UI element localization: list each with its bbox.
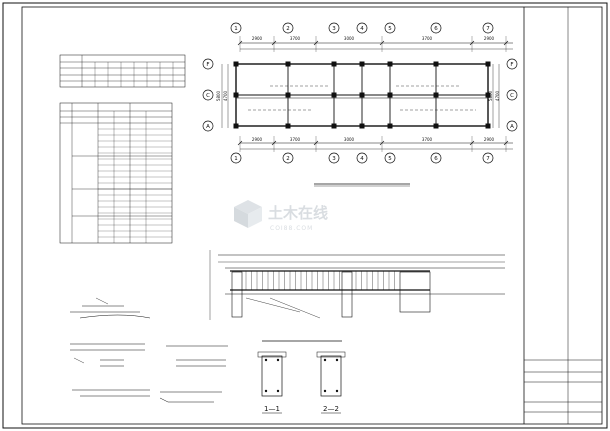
axis-bubble <box>506 120 518 132</box>
axis-bubble-label: 2 <box>286 156 290 162</box>
watermark: 土木在线 COI88.COM <box>234 200 328 232</box>
title-block <box>524 7 602 424</box>
floor-plan: 2900 3700 3000 3700 2900 2900 3700 3000 … <box>202 22 518 187</box>
column-mark <box>387 92 393 98</box>
axis-bubble <box>282 152 294 164</box>
plan-dim-top-5: 2900 <box>484 36 495 41</box>
axis-bubble-label: 6 <box>434 26 438 32</box>
axis-bubble-label: F <box>206 62 209 68</box>
column-mark <box>433 92 439 98</box>
axis-bubble <box>356 22 368 34</box>
axis-bubble-label: 7 <box>486 156 490 162</box>
axis-bubble-label: 4 <box>360 156 364 162</box>
axis-bubble <box>506 58 518 70</box>
column-mark <box>485 92 491 98</box>
plan-dim-right-2: 4700 <box>495 90 500 101</box>
axis-bubble <box>328 22 340 34</box>
axis-bubble-label: 2 <box>286 26 290 32</box>
beam-elevation <box>209 250 505 342</box>
watermark-logo-icon <box>234 200 262 228</box>
axis-bubble <box>202 89 214 101</box>
plan-dim-bottom-5: 2900 <box>484 137 495 142</box>
axis-bubble-label: A <box>206 124 210 130</box>
column-mark <box>485 123 491 129</box>
axis-bubble <box>202 120 214 132</box>
plan-dim-top-1: 2900 <box>252 36 263 41</box>
column-mark <box>331 123 337 129</box>
axis-bubble-label: 3 <box>332 156 336 162</box>
column-mark <box>331 61 337 67</box>
axis-bubble-label: 7 <box>486 26 490 32</box>
axis-bubble-label: 4 <box>360 26 364 32</box>
anchorage-table <box>59 54 186 88</box>
column-mark <box>433 61 439 67</box>
axis-bubble-label: 5 <box>388 156 392 162</box>
column-mark <box>485 61 491 67</box>
axis-bubble-label: A <box>510 124 514 130</box>
axis-bubble-label: F <box>510 62 513 68</box>
column-mark <box>433 123 439 129</box>
axis-bubble <box>282 22 294 34</box>
axis-bubble <box>202 58 214 70</box>
axis-bubble-label: 5 <box>388 26 392 32</box>
column-mark <box>285 61 291 67</box>
axis-bubble <box>230 152 242 164</box>
section-2-label: 2—2 <box>323 405 339 413</box>
column-mark <box>331 92 337 98</box>
plan-dim-top-4: 3700 <box>422 36 433 41</box>
axis-bubble <box>328 152 340 164</box>
column-mark <box>285 92 291 98</box>
axis-bubble <box>482 152 494 164</box>
axis-bubble-label: C <box>510 93 514 99</box>
sections: 1—1 2—2 <box>257 351 346 414</box>
axis-bubble-label: C <box>206 93 210 99</box>
plan-dim-bottom-2: 3700 <box>290 137 301 142</box>
watermark-subtext: COI88.COM <box>270 225 313 232</box>
column-mark <box>359 123 365 129</box>
column-mark <box>285 123 291 129</box>
column-mark <box>387 123 393 129</box>
plan-dim-top-2: 3700 <box>290 36 301 41</box>
section-2-outline <box>320 355 342 397</box>
column-mark <box>359 61 365 67</box>
axis-bubble <box>356 152 368 164</box>
axis-bubble <box>384 152 396 164</box>
plan-dim-bottom-3: 3000 <box>344 137 355 142</box>
axis-bubble <box>230 22 242 34</box>
axis-bubble-label: 1 <box>234 26 238 32</box>
section-1-label: 1—1 <box>264 405 280 413</box>
axis-bubble <box>430 152 442 164</box>
drawing-frame <box>21 6 603 425</box>
column-mark <box>233 92 239 98</box>
column-mark <box>359 92 365 98</box>
plan-dim-left-1: 5800 <box>216 90 221 101</box>
axis-bubble <box>384 22 396 34</box>
column-mark <box>233 123 239 129</box>
column-mark <box>387 61 393 67</box>
plan-dim-left-2: 4700 <box>223 90 228 101</box>
lap-table <box>59 102 173 244</box>
plan-dim-bottom-4: 3700 <box>422 137 433 142</box>
plan-dim-top-3: 3000 <box>344 36 355 41</box>
section-1-outline <box>261 355 283 397</box>
axis-bubble-label: 1 <box>234 156 238 162</box>
axis-bubble <box>430 22 442 34</box>
axis-bubble-label: 3 <box>332 26 336 32</box>
column-mark <box>233 61 239 67</box>
axis-bubble <box>482 22 494 34</box>
axis-bubble <box>506 89 518 101</box>
axis-bubble-label: 6 <box>434 156 438 162</box>
typical-details <box>70 297 228 403</box>
plan-dim-bottom-1: 2900 <box>252 137 263 142</box>
watermark-text: 土木在线 <box>268 204 328 222</box>
